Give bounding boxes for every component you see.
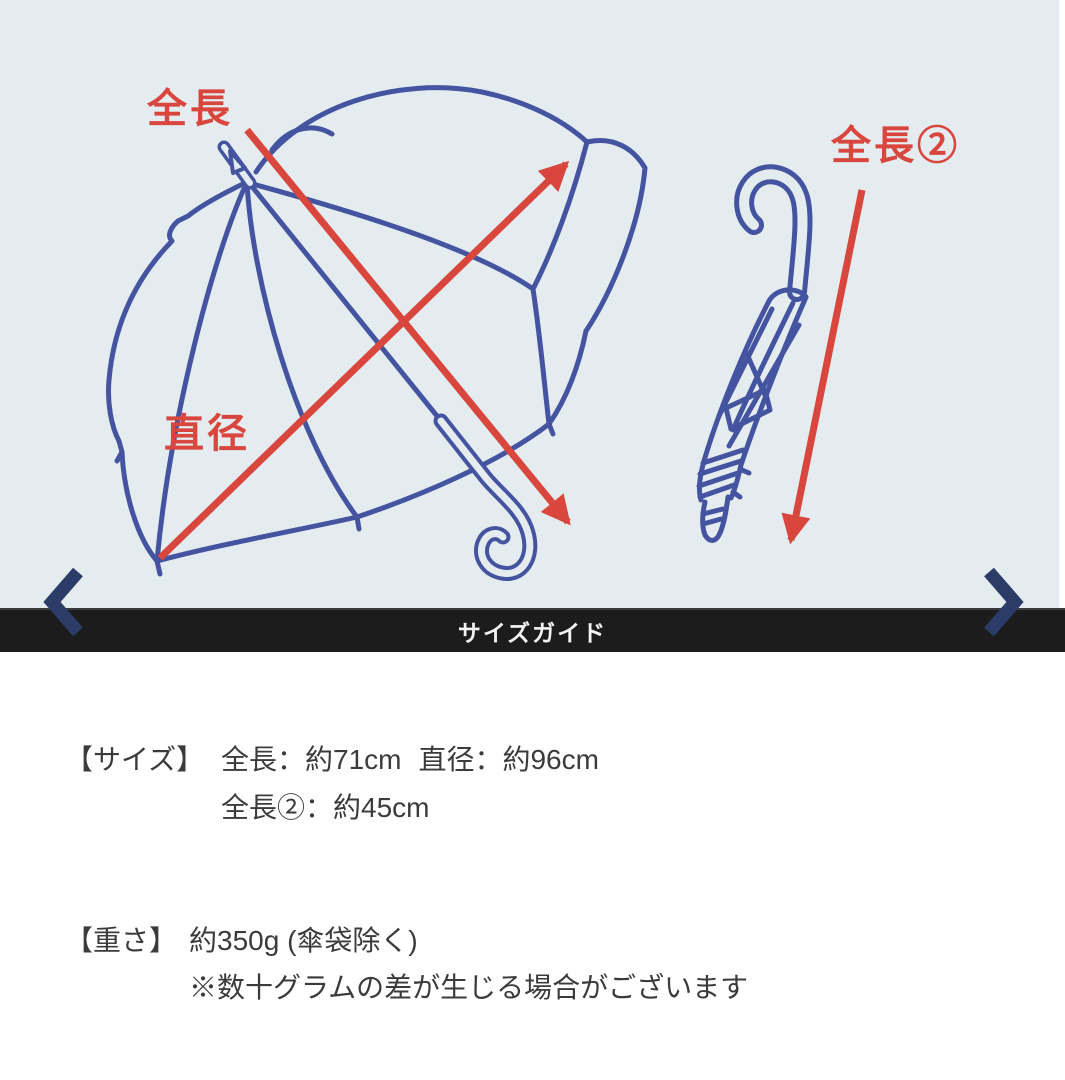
arrow-total-length [244,127,571,526]
label-total-length: 全長 [147,87,233,131]
folded-umbrella-drawing [696,164,813,543]
open-umbrella-drawing [106,85,648,577]
size-values-line2: 全長②：約45cm [221,792,430,823]
chevron-left-icon[interactable] [42,568,86,636]
size-guide-caption: サイズガイド [457,620,608,646]
size-guide-caption-bar: サイズガイド [0,608,1065,652]
weight-note: ※数十グラムの差が生じる場合がございます [189,972,749,1003]
arrow-diameter [157,160,570,561]
weight-value: 約350g (傘袋除く) [189,925,418,956]
umbrella-size-diagram [106,85,866,581]
size-section-label: 【サイズ】 [65,744,205,775]
label-total-length-2: 全長② [831,124,960,168]
umbrella-ferrule [217,140,257,190]
arrow-total-length-2 [781,189,866,545]
weight-section-label: 【重さ】 [65,925,178,956]
umbrella-handle [433,413,538,581]
size-total-length-value: 全長：約71cm [221,744,402,775]
chevron-right-icon[interactable] [981,568,1025,636]
size-values-line1: 全長：約71cm 直径：約96cm [221,743,599,777]
label-diameter: 直径 [164,412,250,456]
size-guide-image: 全長 全長② 直径 [0,0,1059,608]
size-diameter-value: 直径：約96cm [418,744,599,775]
